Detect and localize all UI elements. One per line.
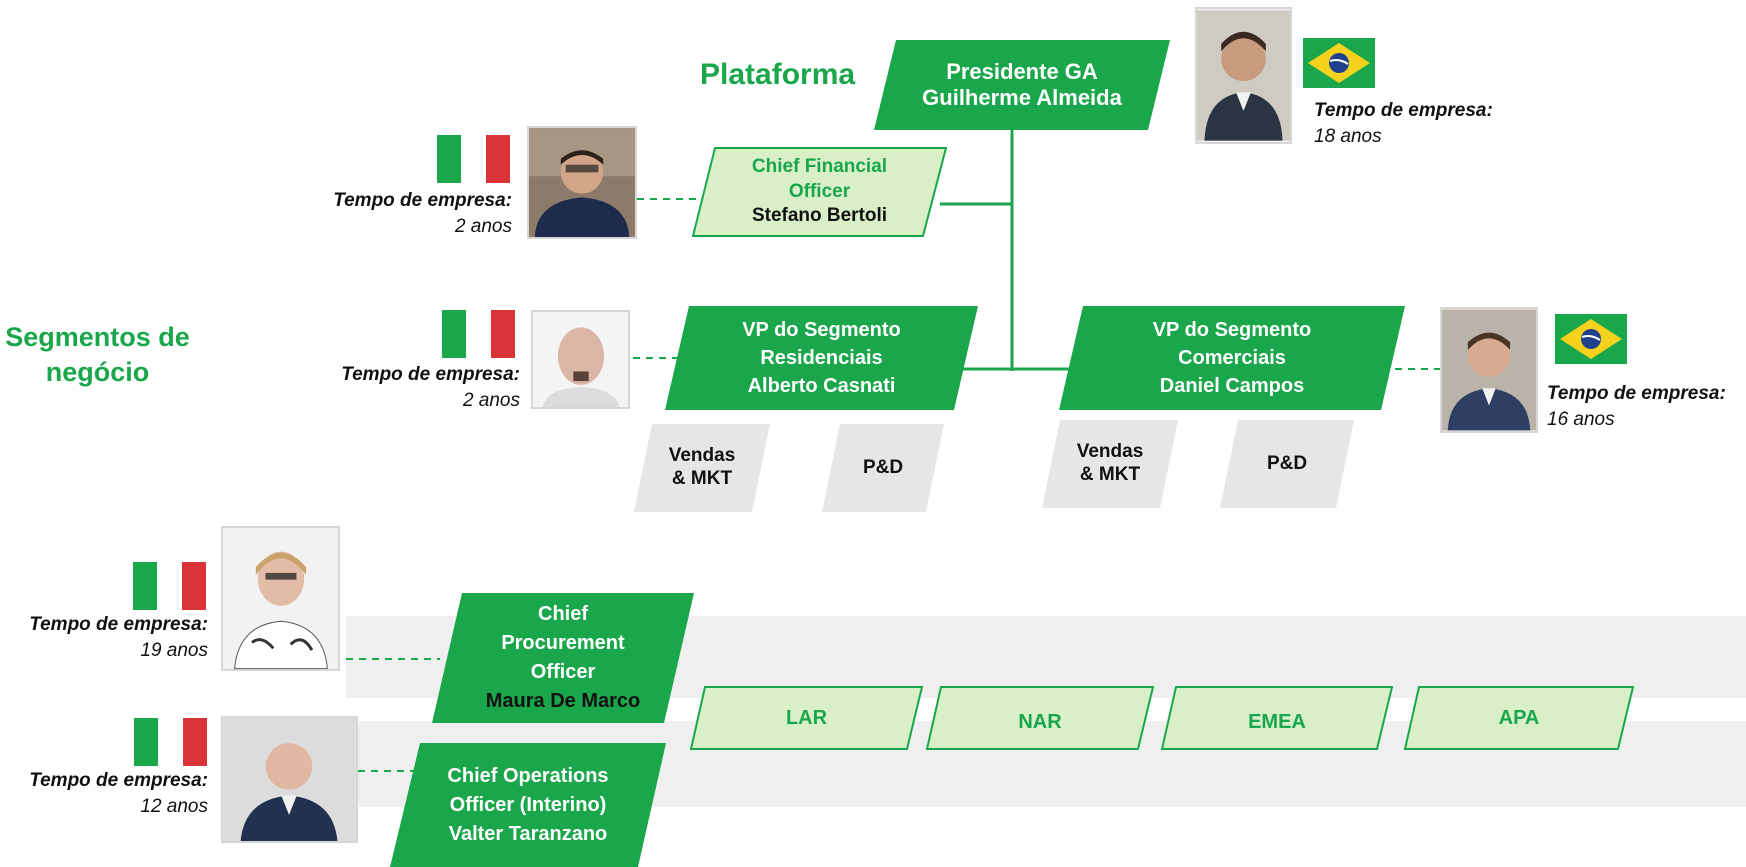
com-vendas-line2: & MKT: [1079, 464, 1141, 485]
coo-name: Valter Taranzano: [448, 822, 608, 845]
cfo-name: Stefano Bertoli: [751, 205, 888, 227]
brazil-flag-icon: [1303, 38, 1375, 88]
cpo-title-line2: Procurement: [501, 632, 625, 654]
president-title: Presidente GA: [946, 58, 1098, 84]
vp-com-tenure: Tempo de empresa: 16 anos: [1547, 381, 1726, 432]
cfo-box: Chief Financial Officer Stefano Bertoli: [691, 147, 948, 237]
coo-title-line2: Officer (Interino): [449, 793, 607, 816]
vp-comerciais-box: VP do Segmento Comerciais Daniel Campos: [1059, 306, 1405, 410]
segmentos-label-line1: Segmentos de: [5, 322, 190, 352]
cfo-tenure-label: Tempo de empresa:: [333, 190, 512, 211]
president-tenure: Tempo de empresa: 18 anos: [1314, 98, 1493, 149]
region-apa-box: APA: [1403, 686, 1635, 750]
coo-box: Chief Operations Officer (Interino) Valt…: [390, 743, 666, 867]
vp-com-tenure-value: 16 anos: [1547, 408, 1615, 430]
vp-residenciais-box: VP do Segmento Residenciais Alberto Casn…: [665, 306, 978, 410]
region-emea-label: EMEA: [1248, 711, 1306, 733]
region-lar-box: LAR: [689, 686, 924, 750]
coo-tenure-value: 12 anos: [140, 795, 208, 817]
res-vendas-line2: & MKT: [671, 468, 733, 489]
vp-res-title-line1: VP do Segmento: [742, 319, 901, 341]
vp-res-photo: [531, 310, 630, 409]
res-pd-label: P&D: [862, 456, 904, 478]
cpo-title-line3: Officer: [530, 661, 596, 683]
res-vendas-line1: Vendas: [668, 445, 736, 467]
vp-res-name: Alberto Casnati: [747, 375, 896, 397]
coo-tenure: Tempo de empresa: 12 anos: [0, 768, 208, 819]
cfo-italy-flag-icon: [437, 135, 510, 183]
cpo-tenure: Tempo de empresa: 19 anos: [0, 612, 208, 663]
coo-title-line1: Chief Operations: [447, 764, 609, 787]
vp-com-title-line1: VP do Segmento: [1152, 319, 1312, 341]
vp-res-tenure: Tempo de empresa: 2 anos: [270, 362, 520, 413]
cpo-italy-flag-icon: [133, 562, 206, 610]
region-apa-label: APA: [1498, 707, 1540, 729]
com-vendas-mkt-box: Vendas & MKT: [1042, 420, 1178, 508]
cfo-photo: [527, 126, 637, 239]
coo-italy-flag-icon: [134, 718, 207, 766]
vp-com-title-line2: Comerciais: [1178, 347, 1286, 369]
cfo-tenure: Tempo de empresa: 2 anos: [262, 188, 512, 239]
vp-res-italy-flag-icon: [442, 310, 515, 358]
cpo-tenure-label: Tempo de empresa:: [29, 614, 208, 635]
region-nar-label: NAR: [1018, 711, 1062, 733]
president-name: Guilherme Almeida: [922, 85, 1122, 110]
region-nar-box: NAR: [925, 686, 1155, 750]
vp-res-tenure-value: 2 anos: [462, 389, 520, 411]
cpo-title-line1: Chief: [538, 603, 588, 625]
vp-com-brazil-flag-icon: [1555, 314, 1627, 364]
com-pd-box: P&D: [1220, 420, 1354, 508]
segmentos-label-line2: negócio: [45, 357, 150, 388]
cfo-title-line2: Officer: [788, 180, 851, 202]
region-lar-label: LAR: [785, 707, 828, 729]
res-vendas-mkt-box: Vendas & MKT: [634, 424, 770, 512]
cfo-title-line1: Chief Financial: [751, 155, 888, 177]
vp-res-tenure-label: Tempo de empresa:: [341, 364, 520, 385]
cpo-name: Maura De Marco: [485, 690, 641, 712]
cfo-tenure-value: 2 anos: [454, 215, 512, 237]
vp-com-tenure-label: Tempo de empresa:: [1547, 383, 1726, 404]
vp-com-name: Daniel Campos: [1159, 375, 1305, 397]
president-tenure-label: Tempo de empresa:: [1314, 100, 1493, 121]
president-box: Presidente GA Guilherme Almeida: [874, 40, 1170, 130]
president-photo: [1195, 7, 1292, 144]
cpo-photo: [221, 526, 340, 671]
res-pd-box: P&D: [822, 424, 944, 512]
cpo-tenure-value: 19 anos: [140, 639, 208, 661]
coo-tenure-label: Tempo de empresa:: [29, 770, 208, 791]
vp-com-photo: [1440, 307, 1538, 433]
com-vendas-line1: Vendas: [1076, 441, 1144, 463]
com-pd-label: P&D: [1266, 452, 1308, 474]
region-emea-box: EMEA: [1160, 686, 1394, 750]
segmentos-label: Segmentos de negócio: [0, 320, 195, 390]
cpo-box: Chief Procurement Officer Maura De Marco: [432, 593, 694, 723]
president-tenure-value: 18 anos: [1314, 125, 1382, 147]
plataforma-label: Plataforma: [700, 58, 856, 91]
vp-res-title-line2: Residenciais: [760, 347, 883, 369]
coo-photo: [221, 716, 358, 843]
